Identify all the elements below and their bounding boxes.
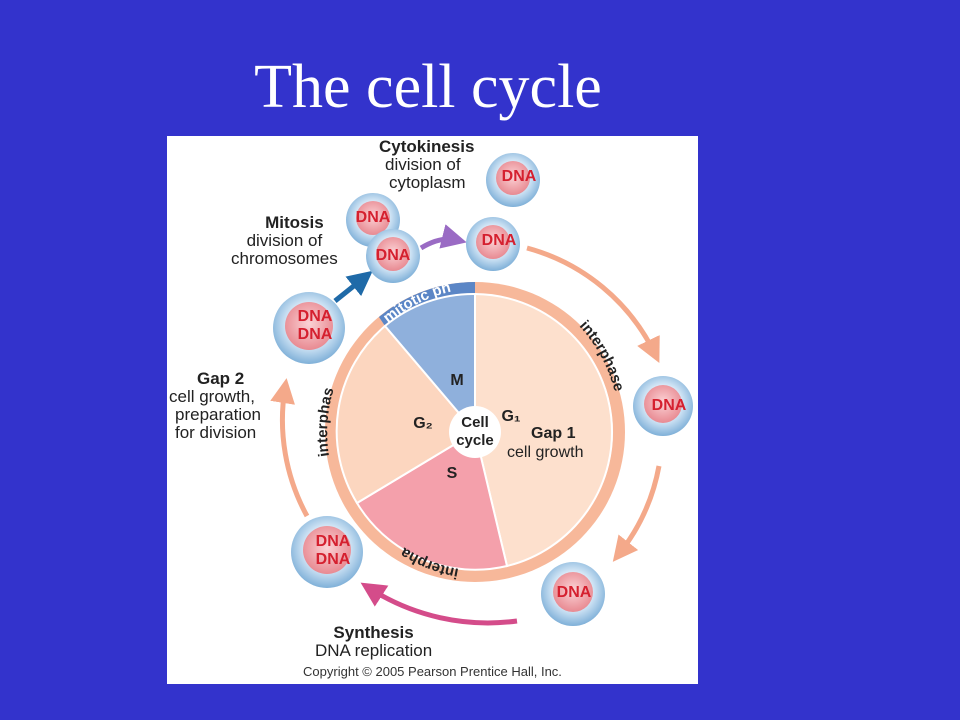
arrow-g1-top bbox=[526, 245, 660, 363]
arrow-cytokinesis bbox=[419, 224, 467, 251]
cell-s-phase: DNA bbox=[541, 562, 605, 626]
gap1-title: Gap 1 bbox=[531, 425, 576, 442]
center-circle bbox=[449, 406, 501, 458]
cytokinesis-line2: cytoplasm bbox=[389, 173, 466, 192]
cell-g1-right-label: DNA bbox=[652, 397, 687, 414]
mitosis-title: Mitosis bbox=[265, 213, 324, 232]
cell-g1-right: DNA bbox=[633, 376, 693, 436]
phase-m-label: M bbox=[450, 372, 463, 389]
mitotic-ring-segment bbox=[379, 282, 475, 326]
cytokinesis-title: Cytokinesis bbox=[379, 137, 475, 156]
cell-gap2-label-1: DNA bbox=[298, 308, 333, 325]
cell-s-phase-label: DNA bbox=[557, 584, 592, 601]
g1-sector bbox=[474, 292, 614, 568]
g2-sector bbox=[335, 324, 477, 505]
mitosis-line2: chromosomes bbox=[231, 249, 338, 268]
synthesis-label: Synthesis DNA replication bbox=[315, 624, 432, 660]
arrow-g1-right bbox=[612, 465, 662, 562]
cell-cycle-diagram: Cell cycle M G₁ G₂ S Gap 1 cell growth m… bbox=[167, 136, 698, 684]
slide-title: The cell cycle bbox=[254, 53, 602, 121]
cell-synthesis-label-1: DNA bbox=[316, 533, 351, 550]
cell-synthesis-label-2: DNA bbox=[316, 551, 351, 568]
gap2-line3: for division bbox=[175, 423, 257, 442]
m-sector bbox=[383, 292, 476, 435]
mitosis-label: Mitosis division of chromosomes bbox=[231, 214, 338, 268]
phase-g1-label: G₁ bbox=[501, 408, 520, 425]
cell-cycle-figure: Cell cycle M G₁ G₂ S Gap 1 cell growth m… bbox=[270, 153, 693, 626]
synthesis-line1: DNA replication bbox=[315, 641, 433, 660]
cell-cytokinesis-upper: DNA bbox=[486, 153, 540, 207]
center-label-cell: Cell bbox=[461, 414, 489, 431]
cell-mitosis-lower: DNA bbox=[366, 229, 420, 283]
cell-synthesis: DNA DNA bbox=[291, 516, 363, 588]
s-sector bbox=[355, 430, 509, 571]
gap2-line1: cell growth, bbox=[169, 387, 255, 406]
cytokinesis-label: Cytokinesis division of cytoplasm bbox=[379, 138, 474, 192]
gap2-title: Gap 2 bbox=[197, 369, 245, 388]
cell-mitosis-lower-label: DNA bbox=[376, 247, 411, 264]
arrow-synthesis bbox=[360, 582, 518, 626]
synthesis-title: Synthesis bbox=[333, 623, 414, 642]
mitosis-line1: division of bbox=[246, 231, 323, 250]
phase-g2-label: G₂ bbox=[413, 415, 433, 432]
cell-gap2-label-2: DNA bbox=[298, 326, 333, 343]
arrow-mitosis bbox=[333, 270, 373, 303]
cell-mitosis-upper-label: DNA bbox=[356, 209, 391, 226]
arrow-gap2 bbox=[270, 378, 310, 518]
gap2-line2: preparation bbox=[175, 405, 262, 424]
phase-s-label: S bbox=[447, 465, 458, 482]
center-label-cycle: cycle bbox=[456, 432, 494, 449]
copyright-notice: Copyright © 2005 Pearson Prentice Hall, … bbox=[303, 664, 562, 679]
cell-cytokinesis-lower: DNA bbox=[466, 217, 520, 271]
cell-cytokinesis-lower-label: DNA bbox=[482, 232, 517, 249]
gap2-label: Gap 2 cell growth, preparation for divis… bbox=[169, 370, 261, 442]
cell-cytokinesis-upper-label: DNA bbox=[502, 168, 537, 185]
gap1-desc: cell growth bbox=[507, 444, 583, 461]
cytokinesis-line1: division of bbox=[385, 155, 461, 174]
cell-gap2: DNA DNA bbox=[273, 292, 345, 364]
